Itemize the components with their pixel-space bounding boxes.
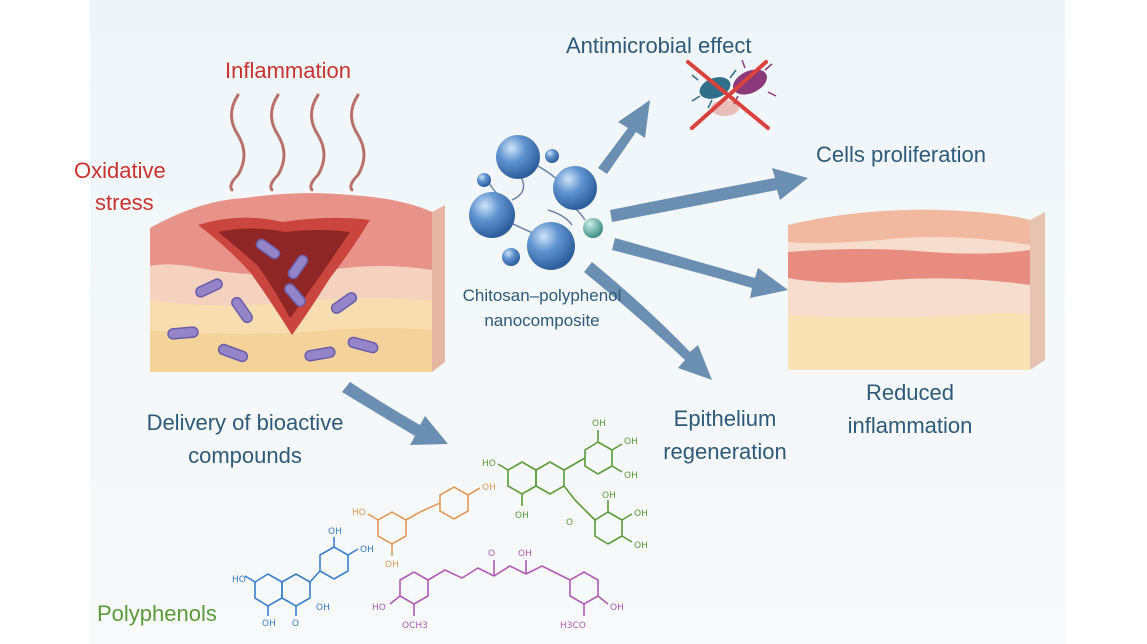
inflammation-waves — [229, 93, 366, 192]
atom-label: OH — [634, 541, 648, 551]
nanocomposite-label-line2: nanocomposite — [484, 311, 600, 330]
atom-label: OH — [634, 509, 648, 519]
atom-label: HO — [372, 603, 386, 613]
atom-label: OH — [515, 511, 529, 521]
atom-label: OH — [518, 549, 532, 559]
nanocomposite-label-line1: Chitosan–polyphenol — [462, 286, 622, 305]
atom-label: OCH3 — [402, 621, 428, 631]
epithelium-label-line2: regeneration — [663, 439, 787, 464]
atom-label: O — [292, 619, 299, 629]
atom-label: O — [488, 549, 495, 559]
atom-label: O — [566, 518, 573, 528]
delivery-label-line2: compounds — [188, 443, 302, 468]
atom-label: OH — [482, 483, 496, 493]
catechin-structure — [497, 430, 633, 545]
atom-label: OH — [624, 471, 638, 481]
atom-label: H3CO — [560, 621, 586, 631]
epithelium-label-line1: Epithelium — [673, 406, 777, 431]
atom-label: OH — [602, 491, 616, 501]
oxidative-stress-label-line2: stress — [95, 190, 154, 215]
atom-labels: HO OH OH OH OH OH OH OH O HO OH OH O OH … — [232, 419, 648, 631]
atom-label: OH — [624, 437, 638, 447]
atom-label: OH — [360, 545, 374, 555]
atom-label: OH — [262, 619, 276, 629]
delivery-label-line1: Delivery of bioactive — [146, 410, 344, 435]
atom-label: OH — [385, 560, 399, 570]
curcumin-structure — [389, 560, 609, 616]
antimicrobial-effect-label: Antimicrobial effect — [566, 33, 752, 58]
atom-label: OH — [610, 603, 624, 613]
reduced-inflammation-label-line1: Reduced — [865, 380, 955, 405]
crossed-bacteria-icon — [686, 59, 777, 130]
oxidative-stress-label-line1: Oxidative — [74, 158, 166, 183]
nanocomposite-cluster — [469, 135, 603, 270]
flow-arrows — [342, 100, 808, 445]
atom-label: HO — [352, 508, 366, 518]
inflammation-label: Inflammation — [225, 58, 351, 83]
atom-label: OH — [592, 419, 606, 429]
bacteria-group — [167, 238, 379, 363]
resveratrol-structure — [367, 486, 481, 556]
reduced-inflammation-label-line2: inflammation — [847, 413, 973, 438]
polyphenols-label: Polyphenols — [97, 601, 217, 626]
atom-label: OH — [316, 603, 330, 613]
cells-proliferation-label: Cells proliferation — [816, 142, 986, 167]
atom-label: OH — [328, 527, 342, 537]
atom-label: HO — [232, 575, 246, 585]
polyphenol-structures — [244, 430, 633, 616]
quercetin-structure — [244, 537, 359, 616]
atom-label: HO — [482, 459, 496, 469]
wounded-skin-block — [150, 193, 445, 372]
healthy-skin-block — [788, 209, 1045, 370]
